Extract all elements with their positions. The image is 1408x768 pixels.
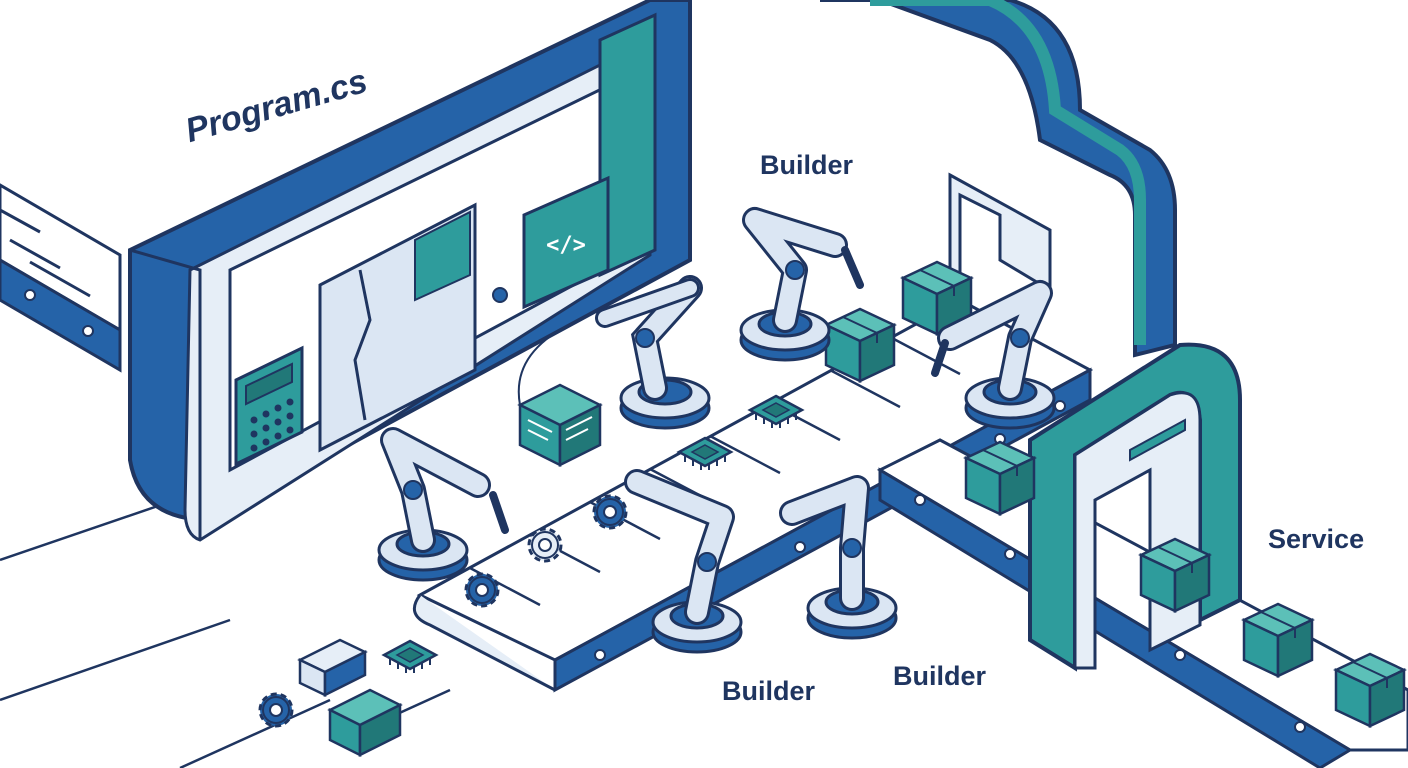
code-screen: </> — [522, 175, 610, 310]
box-icon — [1139, 537, 1211, 613]
robot-arm-icon — [624, 469, 743, 654]
gear-icon — [527, 527, 563, 563]
robot-arm-icon — [931, 280, 1056, 430]
code-icon: </> — [546, 233, 586, 258]
service-conveyor — [876, 438, 1408, 768]
floor-parts — [258, 638, 438, 758]
builder-label-bottom-left: Builder — [722, 676, 816, 706]
program-machine — [128, 0, 692, 542]
chip-icon — [382, 639, 438, 675]
robot-arm-icon — [739, 207, 864, 362]
robot-arm-icon — [595, 275, 711, 430]
service-gantry — [820, 0, 1177, 358]
builder-label-bottom-right: Builder — [893, 661, 987, 691]
box-icon — [327, 688, 403, 758]
gear-icon — [592, 494, 628, 530]
robot-arm-icon — [779, 475, 898, 640]
service-label: Service — [1268, 524, 1365, 554]
robot-arm-icon — [377, 427, 509, 582]
left-conveyor — [0, 183, 122, 373]
code-module — [517, 319, 603, 468]
gear-icon — [258, 692, 294, 728]
box-icon — [964, 440, 1036, 516]
builder-label-top: Builder — [760, 150, 854, 180]
gear-icon — [464, 572, 500, 608]
calculator-icon — [234, 345, 304, 467]
box-icon — [1242, 602, 1314, 678]
box-icon — [1334, 652, 1406, 728]
module-icon — [297, 638, 368, 698]
box-icon — [824, 307, 896, 383]
